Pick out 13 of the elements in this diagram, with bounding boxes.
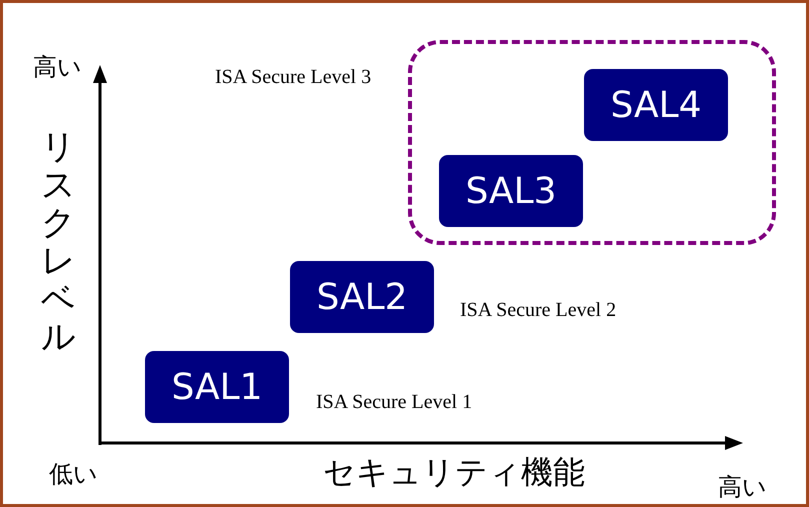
dashed-group-outline [408,40,776,245]
level-box: SAL2 [290,261,434,333]
y-axis-title: リスクレベル [41,128,77,356]
level-caption: ISA Secure Level 1 [316,391,472,414]
level-caption: ISA Secure Level 2 [460,299,616,322]
level-box: SAL3 [439,155,583,227]
axis-origin-label: 低い [49,459,98,490]
level-box: SAL4 [584,69,728,141]
level-box: SAL1 [145,351,289,423]
level-caption: ISA Secure Level 3 [215,66,372,89]
axis-end-label: 高い [718,472,767,503]
x-axis-title: セキュリティ機能 [323,452,585,493]
axis-end-label: 高い [33,52,82,83]
